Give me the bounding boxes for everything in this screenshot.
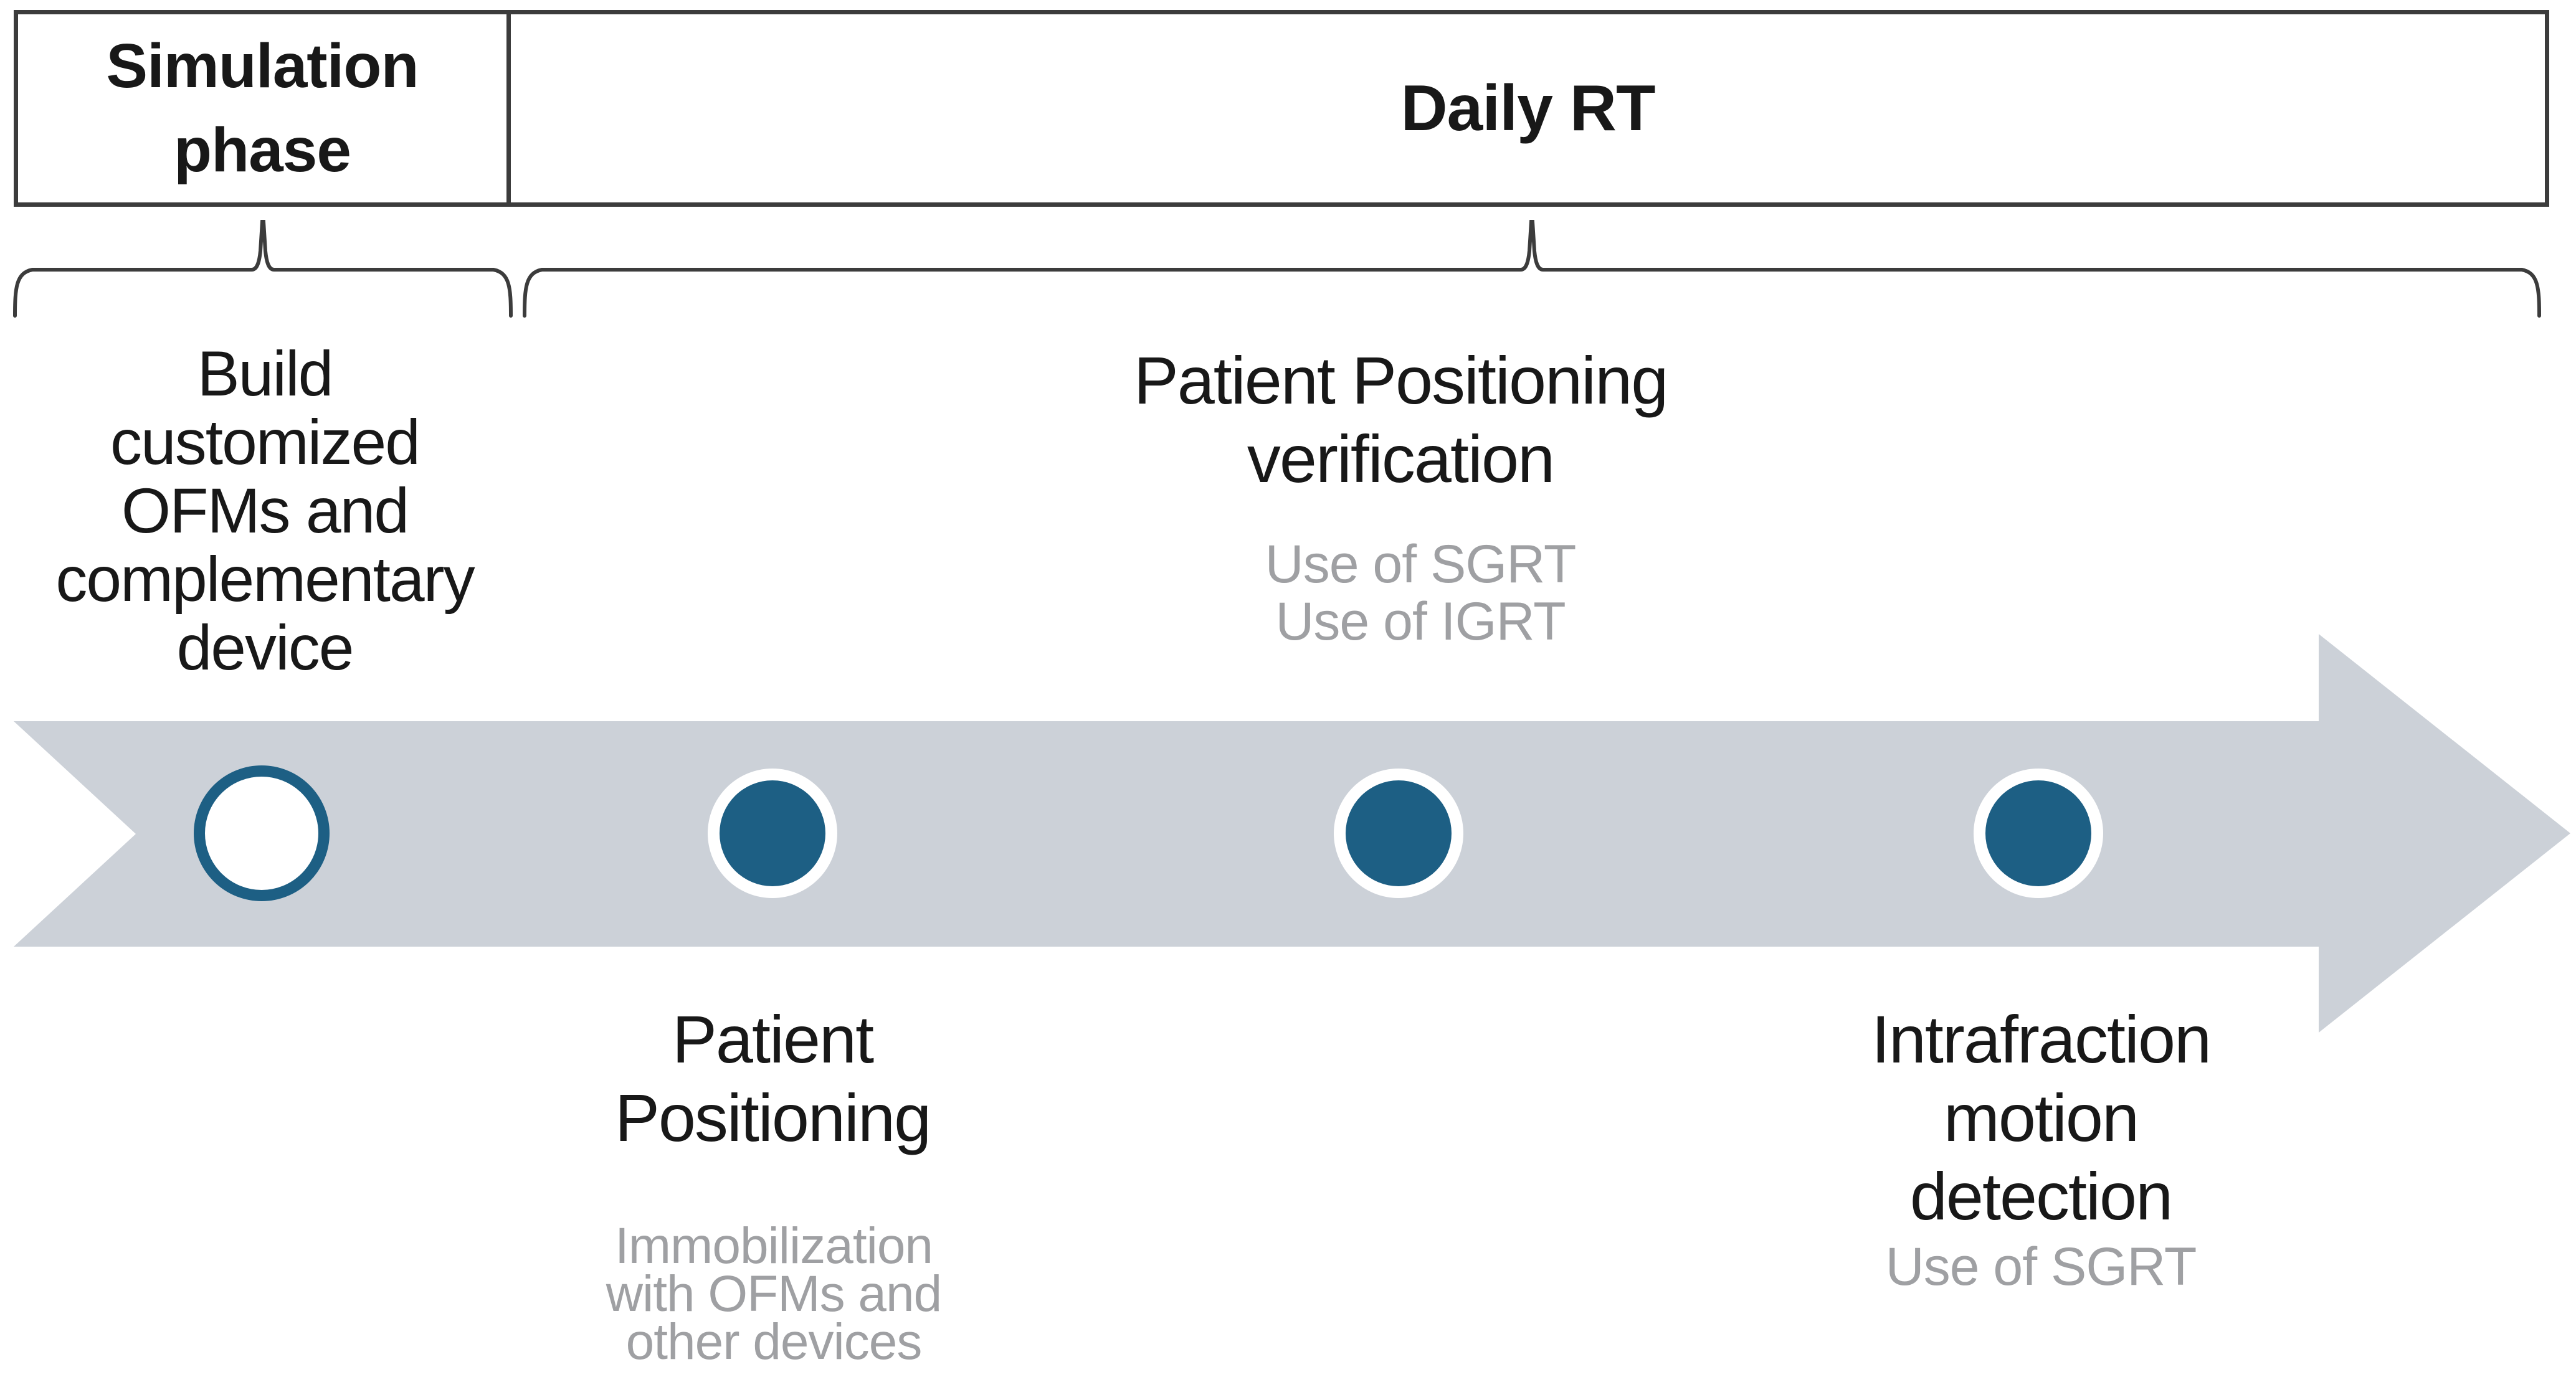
step-sublabel-patient-positioning: Immobilization with OFMs and other devic…: [606, 1218, 942, 1370]
header-cell-simulation-phase: Simulation phase: [14, 10, 511, 207]
step-label-positioning-verification: Patient Positioning verification: [1133, 343, 1669, 496]
daily-rt-brace-icon: [523, 220, 2541, 318]
milestone-dot-positioning-verification: [1334, 769, 1463, 898]
milestone-dot-intrafraction-motion: [1974, 769, 2103, 898]
step-label-intrafraction-motion: Intrafraction motion detection: [1871, 1001, 2212, 1234]
step-sublabel-intrafraction-motion: Use of SGRT: [1885, 1237, 2197, 1297]
milestone-dot-simulation: [194, 765, 330, 901]
timeline-arrow: [14, 634, 2570, 1033]
step-label-patient-positioning: Patient Positioning: [614, 1001, 931, 1155]
daily-rt-title: Daily RT: [1400, 72, 1655, 144]
step-sublabel-positioning-verification: Use of SGRT Use of IGRT: [1265, 534, 1577, 651]
simulation-phase-line1: Simulation: [106, 31, 419, 101]
simulation-phase-line2: phase: [173, 115, 351, 185]
header-cell-daily-rt: Daily RT: [506, 10, 2549, 207]
milestone-dot-patient-positioning: [708, 769, 837, 898]
simulation-phase-brace-icon: [13, 220, 513, 318]
step-label-build-ofms: Build customized OFMs and complementary …: [55, 338, 475, 683]
simulation-phase-title: Simulation phase: [106, 24, 419, 192]
